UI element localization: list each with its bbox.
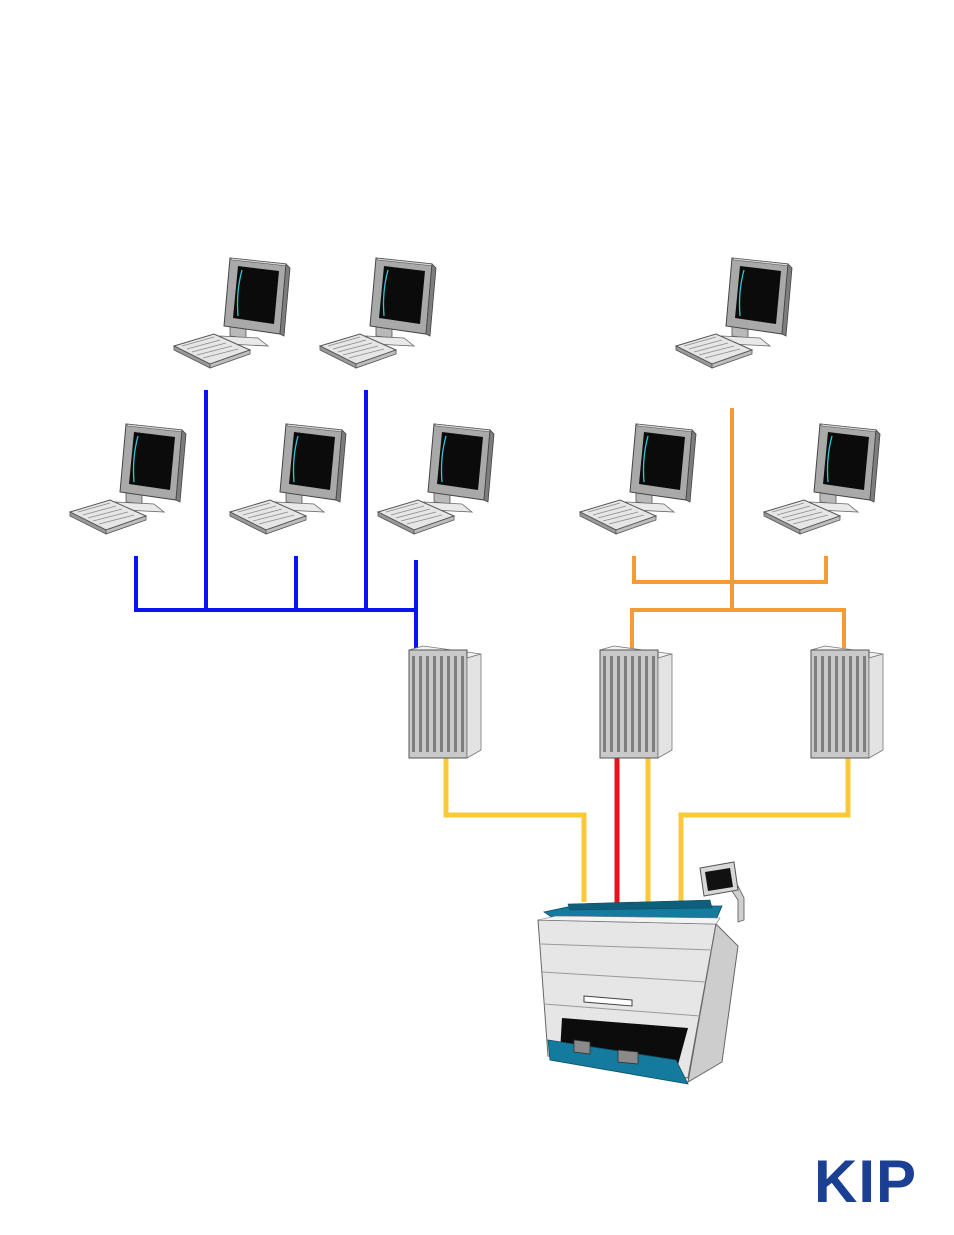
server-icon	[409, 646, 481, 758]
workstation-icon	[378, 424, 494, 534]
workstation-icon	[70, 424, 186, 534]
kip-logo: KIP	[814, 1152, 917, 1212]
server-icon	[811, 646, 883, 758]
wide-format-printer-icon	[538, 862, 744, 1084]
server-icon	[600, 646, 672, 758]
workstation-icon	[320, 258, 436, 368]
workstation-icon	[230, 424, 346, 534]
workstation-icon	[580, 424, 696, 534]
workstation-icon	[676, 258, 792, 368]
workstation-icon	[174, 258, 290, 368]
workstation-icon	[764, 424, 880, 534]
printer-links	[446, 756, 848, 908]
